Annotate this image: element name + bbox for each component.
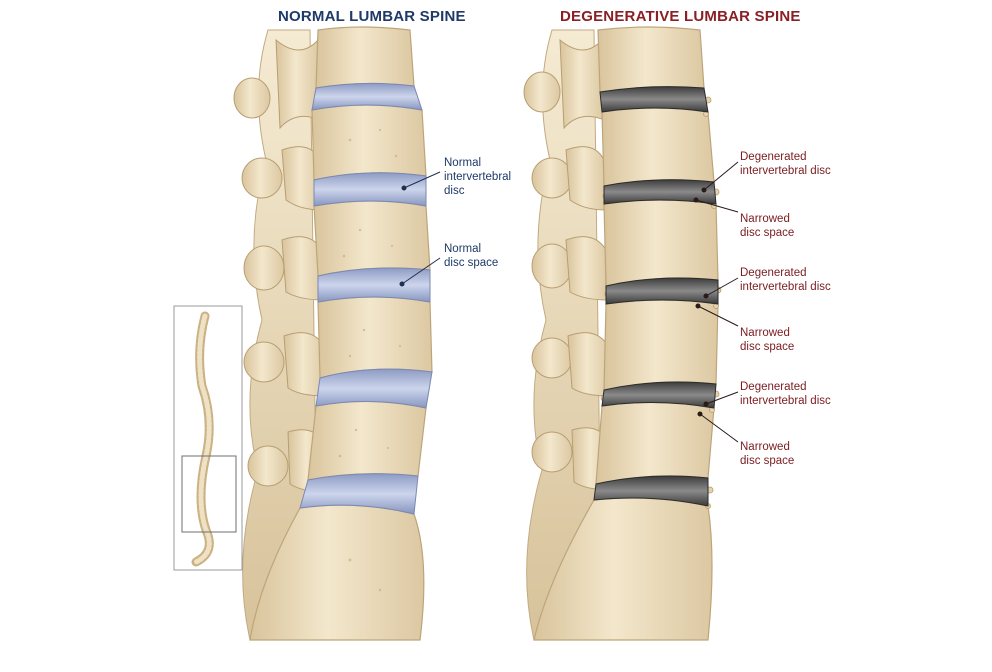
degenerated-disc-label-2: Degenerated intervertebral disc <box>740 267 831 293</box>
full-spine-icon <box>173 305 243 571</box>
degenerated-disc-label-3: Degenerated intervertebral disc <box>740 381 831 407</box>
normal-disc-space-label: Normal disc space <box>444 243 499 269</box>
degenerative-spine-title: DEGENERATIVE LUMBAR SPINE <box>560 8 801 25</box>
narrowed-space-label-3: Narrowed disc space <box>740 441 795 467</box>
normal-disc-label: Normal intervertebral disc <box>444 157 512 197</box>
degenerated-discs <box>593 86 719 507</box>
normal-spine <box>233 26 441 641</box>
narrowed-space-label-2: Narrowed disc space <box>740 327 795 353</box>
degenerated-disc-label-1: Degenerated intervertebral disc <box>740 151 831 177</box>
normal-spine-title: NORMAL LUMBAR SPINE <box>278 8 466 25</box>
normal-discs <box>299 82 433 515</box>
narrowed-space-label-1: Narrowed disc space <box>740 213 795 239</box>
degenerative-spine <box>523 26 739 641</box>
